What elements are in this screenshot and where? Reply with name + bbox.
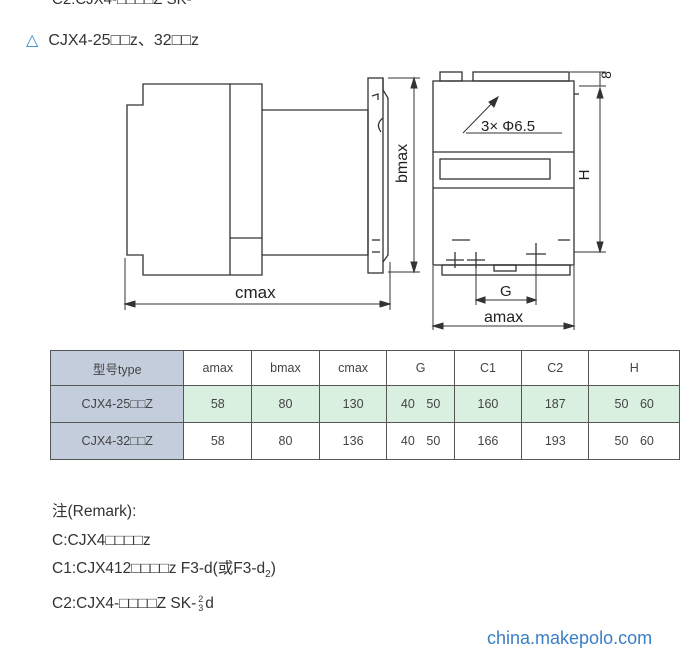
side-dimensions bbox=[123, 76, 420, 310]
c1-cell: 160 bbox=[453, 385, 523, 423]
bmax-cell: 80 bbox=[251, 385, 320, 423]
cmax-cell: 136 bbox=[318, 422, 388, 460]
remark-c1: C1:CJX412□□□□z F3-d(或F3-d2) bbox=[52, 560, 276, 581]
c2-cell: 187 bbox=[521, 385, 590, 423]
bmax-cell: 80 bbox=[251, 422, 320, 460]
model-cell: CJX4-25□□Z bbox=[49, 385, 185, 423]
amax-cell: 58 bbox=[183, 422, 253, 460]
side-view bbox=[126, 77, 389, 276]
header-cmax: cmax bbox=[318, 350, 388, 386]
dimension-drawing: cmax bmax bbox=[123, 71, 614, 330]
model-cell: CJX4-32□□Z bbox=[49, 422, 185, 460]
h-cell: 50 60 bbox=[588, 422, 680, 460]
heading-text: CJX4-25□□z、32□□z bbox=[48, 32, 200, 49]
front-dimensions bbox=[431, 71, 606, 330]
header-amax: amax bbox=[183, 350, 253, 386]
header-bmax: bmax bbox=[251, 350, 320, 386]
h-label: H bbox=[576, 170, 593, 181]
header-type: 型号type bbox=[49, 350, 185, 386]
header-c2: C2 bbox=[521, 350, 590, 386]
remark-title: 注(Remark): bbox=[52, 503, 137, 520]
cmax-cell: 130 bbox=[318, 385, 388, 423]
watermark: china.makepolo.com bbox=[487, 628, 653, 648]
c1-cell: 166 bbox=[453, 422, 523, 460]
g-cell: 40 50 bbox=[386, 422, 455, 460]
table-row: CJX4-32□□Z 58 80 136 40 50 166 193 50 60 bbox=[49, 422, 680, 460]
table-header-row: 型号type amax bmax cmax G C1 C2 H bbox=[49, 350, 680, 386]
c2-cell: 193 bbox=[521, 422, 590, 460]
header-c1: C1 bbox=[453, 350, 523, 386]
g-cell: 40 50 bbox=[386, 385, 455, 423]
remarks-block: 注(Remark): C:CJX4□□□□z C1:CJX412□□□□z F3… bbox=[52, 498, 276, 618]
h-cell: 50 60 bbox=[588, 385, 680, 423]
header-h: H bbox=[588, 350, 680, 386]
amax-label: amax bbox=[484, 309, 523, 326]
header-g: G bbox=[386, 350, 455, 386]
spec-table: 型号type amax bmax cmax G C1 C2 H CJX4-25□… bbox=[49, 350, 680, 460]
table-row: CJX4-25□□Z 58 80 130 40 50 160 187 50 60 bbox=[49, 385, 680, 423]
section-heading: △ CJX4-25□□z、32□□z bbox=[26, 26, 199, 50]
remark-c: C:CJX4□□□□z bbox=[52, 531, 151, 549]
amax-cell: 58 bbox=[183, 385, 253, 423]
g-label: G bbox=[500, 283, 512, 300]
holes-label: 3× Φ6.5 bbox=[481, 118, 535, 135]
dim-8-label: 8 bbox=[598, 71, 614, 79]
front-view bbox=[432, 71, 579, 276]
top-cut-text-line: C2:CJX4-□□□□Z SK- bbox=[52, 0, 192, 8]
cmax-label: cmax bbox=[235, 283, 276, 302]
triangle-icon: △ bbox=[26, 32, 39, 49]
bmax-label: bmax bbox=[394, 144, 411, 183]
